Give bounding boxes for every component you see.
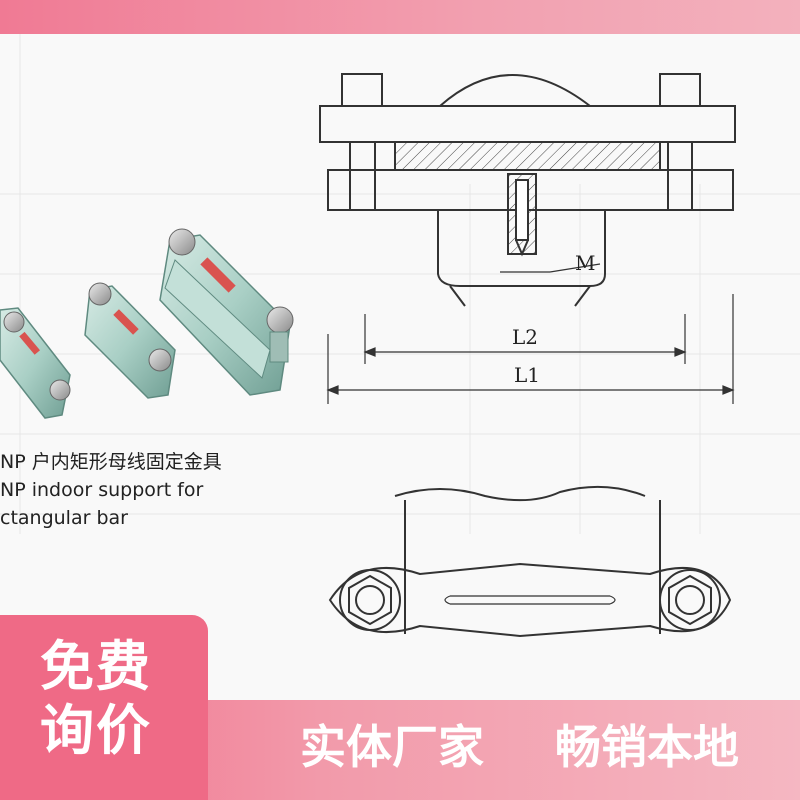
left-nut: [341, 73, 383, 107]
bottom-view: [328, 485, 732, 638]
badge-line-2: 询价: [40, 699, 152, 762]
right-nut: [659, 73, 701, 107]
caption-line-1: NP 户内矩形母线固定金具: [0, 451, 222, 473]
top-plate: [319, 105, 736, 143]
top-banner: [0, 0, 800, 34]
left-hex-nut: [348, 574, 392, 626]
right-hex-nut: [668, 574, 712, 626]
label-l2: L2: [512, 325, 538, 349]
clamp-large: [159, 228, 294, 396]
label-l1: L1: [514, 363, 540, 387]
bus-bar-clamp-photo: [0, 228, 294, 419]
inquiry-badge[interactable]: [0, 615, 208, 800]
clamp-medium: [84, 282, 176, 399]
dome-outline: [439, 74, 591, 107]
clamp-small: [0, 307, 71, 419]
inquiry-badge-text[interactable]: 免费 询价: [40, 635, 180, 763]
product-caption: NP 户内矩形母线固定金具 NP indoor support for ctan…: [0, 448, 300, 532]
badge-line-1: 免费: [40, 635, 152, 698]
clamp-plan-outline: [328, 562, 732, 638]
label-m: M: [575, 251, 595, 275]
slogan-local-sales: 畅销本地: [555, 720, 739, 774]
hatched-bar: [394, 141, 661, 171]
slogan-manufacturer: 实体厂家: [300, 720, 484, 774]
caption-line-3: ctangular bar: [0, 507, 128, 529]
technical-drawing: M L2 L1: [319, 73, 736, 638]
base-body: [437, 210, 606, 287]
caption-line-2: NP indoor support for: [0, 479, 204, 501]
